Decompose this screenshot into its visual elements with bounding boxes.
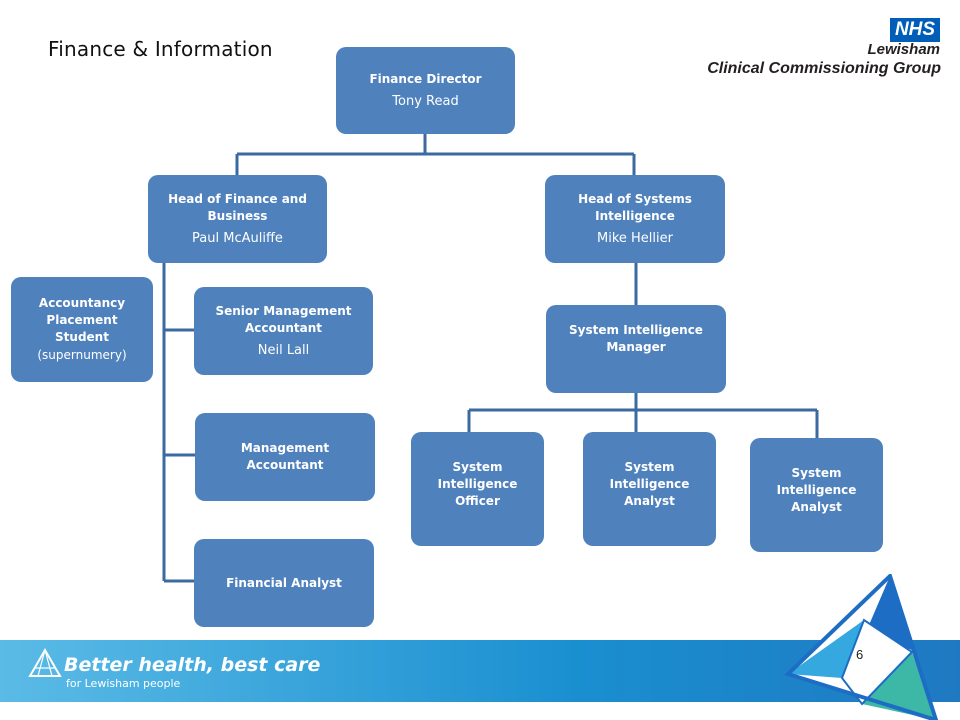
- page-title: Finance & Information: [48, 37, 273, 61]
- triangle-logo-icon: [28, 648, 62, 677]
- node-head-of-finance: Head of Finance and Business Paul McAuli…: [148, 175, 327, 263]
- node-person: (supernumery): [37, 348, 127, 362]
- corner-triangle-icon: [784, 574, 939, 720]
- node-role: Head of Systems Intelligence: [578, 191, 692, 223]
- node-si-manager: System Intelligence Manager: [546, 305, 726, 393]
- node-role: System Intelligence Officer: [437, 459, 518, 508]
- node-head-of-systems: Head of Systems Intelligence Mike Hellie…: [545, 175, 725, 263]
- org-chart-connectors: [162, 133, 819, 583]
- connector-finance-branch: [162, 263, 197, 583]
- node-si-analyst-1: System Intelligence Analyst: [583, 432, 716, 546]
- page-number: 6: [856, 647, 864, 662]
- node-role: Accountancy Placement Student: [38, 296, 126, 344]
- node-role: Finance Director: [369, 71, 482, 86]
- node-mgmt-accountant: Management Accountant: [195, 413, 375, 501]
- node-role: Head of Finance and Business: [168, 191, 307, 223]
- node-si-analyst-2: System Intelligence Analyst: [750, 438, 883, 552]
- node-person: Neil Lall: [257, 342, 310, 358]
- node-role: System Intelligence Manager: [569, 323, 703, 354]
- node-role: Management Accountant: [240, 441, 330, 472]
- node-person: Paul McAuliffe: [192, 230, 283, 246]
- node-role: Financial Analyst: [226, 575, 342, 590]
- node-finance-director: Finance Director Tony Read: [336, 47, 515, 134]
- node-role: Senior Management Accountant: [215, 303, 352, 335]
- footer-slogan-sub: for Lewisham people: [66, 677, 181, 690]
- node-financial-analyst: Financial Analyst: [194, 539, 374, 627]
- org-name-line2: Clinical Commissioning Group: [707, 60, 941, 77]
- node-role: System Intelligence Analyst: [609, 459, 690, 508]
- node-senior-mgmt-accountant: Senior Management Accountant Neil Lall: [194, 287, 373, 375]
- node-person: Tony Read: [392, 93, 459, 109]
- connector-director: [235, 133, 636, 177]
- node-si-officer: System Intelligence Officer: [411, 432, 544, 546]
- footer-slogan: Better health, best care: [64, 654, 321, 676]
- connector-si-branch: [467, 392, 819, 439]
- node-role: System Intelligence Analyst: [776, 465, 857, 514]
- nhs-logo: NHS: [890, 18, 940, 42]
- node-person: Mike Hellier: [597, 230, 673, 246]
- node-placement-student: Accountancy Placement Student (supernume…: [11, 277, 153, 382]
- org-name-line1: Lewisham: [867, 41, 940, 58]
